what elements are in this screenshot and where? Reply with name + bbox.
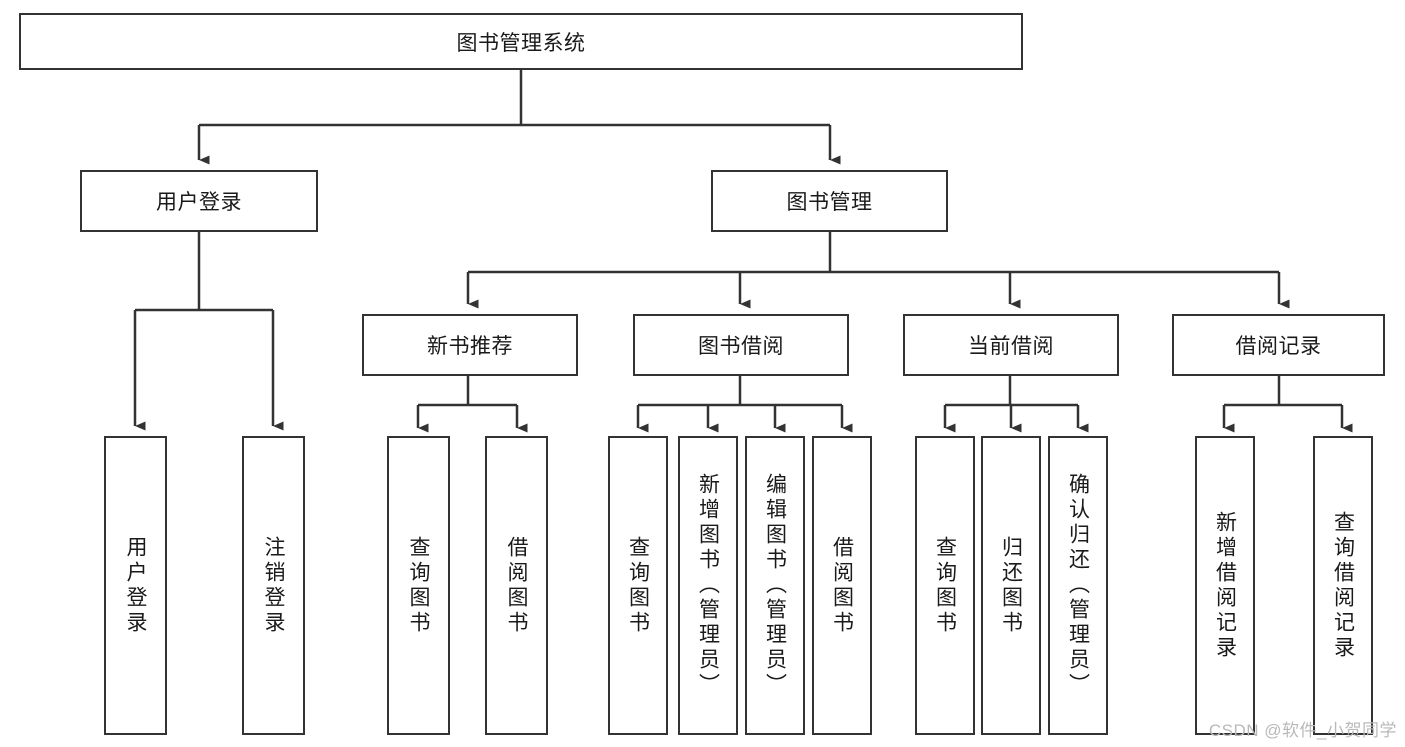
node-book-borrow[interactable]: 图书借阅	[633, 314, 849, 376]
node-leaf-confirm-return-label: 确认归还（管理员）	[1066, 473, 1090, 698]
node-leaf-query-book-rec-label: 查询图书	[407, 535, 430, 636]
node-leaf-query-book-bw-label: 查询图书	[626, 535, 650, 636]
node-leaf-return-book[interactable]: 归还图书	[981, 436, 1041, 735]
node-leaf-return-book-label: 归还图书	[999, 535, 1023, 636]
node-leaf-borrow-book-rec-label: 借阅图书	[505, 535, 528, 636]
node-new-book-recommend-label: 新书推荐	[427, 335, 513, 358]
node-leaf-add-book-label: 新增图书（管理员）	[696, 473, 720, 698]
node-leaf-query-book-rec[interactable]: 查询图书	[387, 436, 450, 735]
node-leaf-edit-book[interactable]: 编辑图书（管理员）	[745, 436, 805, 735]
node-book-borrow-label: 图书借阅	[698, 335, 784, 358]
node-leaf-borrow-book-bw-label: 借阅图书	[830, 535, 854, 636]
node-leaf-user-login-label: 用户登录	[124, 535, 147, 636]
node-book-manage[interactable]: 图书管理	[711, 170, 948, 232]
node-user-login-label: 用户登录	[156, 191, 242, 214]
node-leaf-add-record[interactable]: 新增借阅记录	[1195, 436, 1255, 735]
node-current-borrow-label: 当前借阅	[968, 335, 1054, 358]
node-leaf-borrow-book-rec[interactable]: 借阅图书	[485, 436, 548, 735]
node-leaf-add-record-label: 新增借阅记录	[1213, 510, 1237, 661]
node-leaf-add-book[interactable]: 新增图书（管理员）	[678, 436, 738, 735]
node-leaf-confirm-return[interactable]: 确认归还（管理员）	[1048, 436, 1108, 735]
node-book-manage-label: 图书管理	[786, 191, 873, 214]
node-leaf-borrow-book-bw[interactable]: 借阅图书	[812, 436, 872, 735]
node-root-label: 图书管理系统	[456, 31, 586, 55]
node-leaf-query-record[interactable]: 查询借阅记录	[1313, 436, 1373, 735]
node-leaf-user-logout[interactable]: 注销登录	[242, 436, 305, 735]
node-leaf-query-book-cb[interactable]: 查询图书	[915, 436, 975, 735]
node-borrow-record[interactable]: 借阅记录	[1172, 314, 1385, 376]
node-leaf-user-login[interactable]: 用户登录	[104, 436, 167, 735]
node-root[interactable]: 图书管理系统	[19, 13, 1023, 70]
node-borrow-record-label: 借阅记录	[1235, 335, 1322, 358]
node-new-book-recommend[interactable]: 新书推荐	[362, 314, 578, 376]
node-leaf-query-book-bw[interactable]: 查询图书	[608, 436, 668, 735]
watermark-text: CSDN @软件_小贺同学	[1208, 721, 1397, 740]
node-leaf-edit-book-label: 编辑图书（管理员）	[763, 473, 787, 698]
node-leaf-query-record-label: 查询借阅记录	[1331, 510, 1355, 661]
node-user-login[interactable]: 用户登录	[80, 170, 318, 232]
node-current-borrow[interactable]: 当前借阅	[903, 314, 1119, 376]
node-leaf-query-book-cb-label: 查询图书	[933, 535, 957, 636]
node-leaf-user-logout-label: 注销登录	[262, 535, 285, 636]
